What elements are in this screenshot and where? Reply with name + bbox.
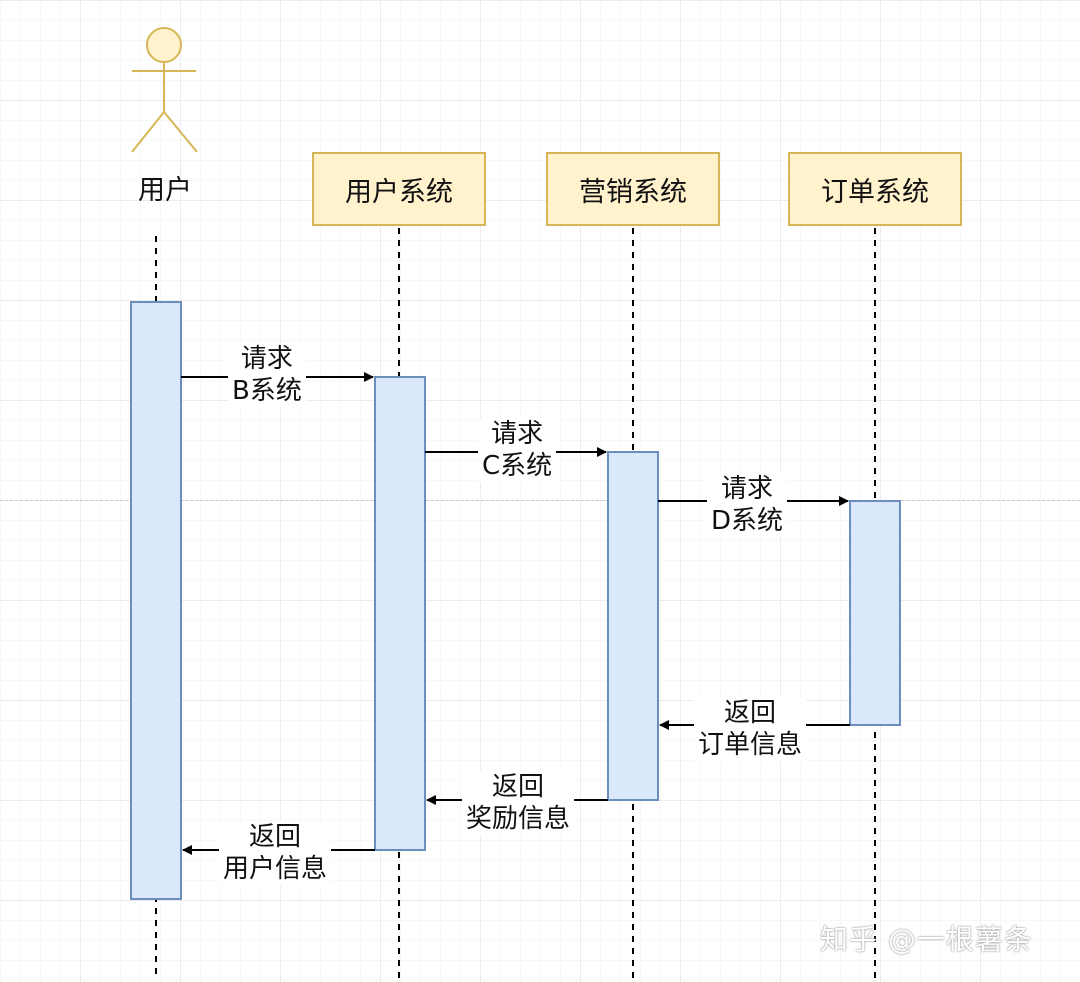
message-return-reward-info: 返回 奖励信息 [462,771,575,835]
message-line: C系统 [482,451,553,481]
watermark: 知乎 @一根薯条 [820,923,1033,956]
message-line: D系统 [711,506,784,536]
message-line: 返回 [724,698,777,728]
message-request-b: 请求 B系统 [228,343,306,407]
message-return-order-info: 返回 订单信息 [694,697,807,761]
activation-user-system [374,376,426,851]
message-line: B系统 [232,376,302,406]
message-return-user-info: 返回 用户信息 [219,821,332,885]
message-line: 请求 [491,419,544,449]
message-request-d: 请求 D系统 [707,473,788,537]
participant-order-system: 订单系统 [788,152,962,226]
activation-order-system [849,500,901,726]
message-line: 用户信息 [223,854,328,884]
actor-label: 用户 [138,175,192,206]
message-line: 返回 [492,772,545,802]
participant-user-system: 用户系统 [312,152,486,226]
message-line: 请求 [240,344,293,374]
message-line: 订单信息 [698,730,803,760]
message-line: 奖励信息 [466,804,571,834]
activation-marketing-system [607,451,659,801]
message-request-c: 请求 C系统 [478,418,557,482]
stick-figure-icon [131,27,198,153]
message-line: 请求 [721,474,774,504]
horizontal-guide-line [0,500,1080,501]
message-line: 返回 [249,822,302,852]
activation-user [130,301,182,900]
participant-marketing-system: 营销系统 [546,152,720,226]
